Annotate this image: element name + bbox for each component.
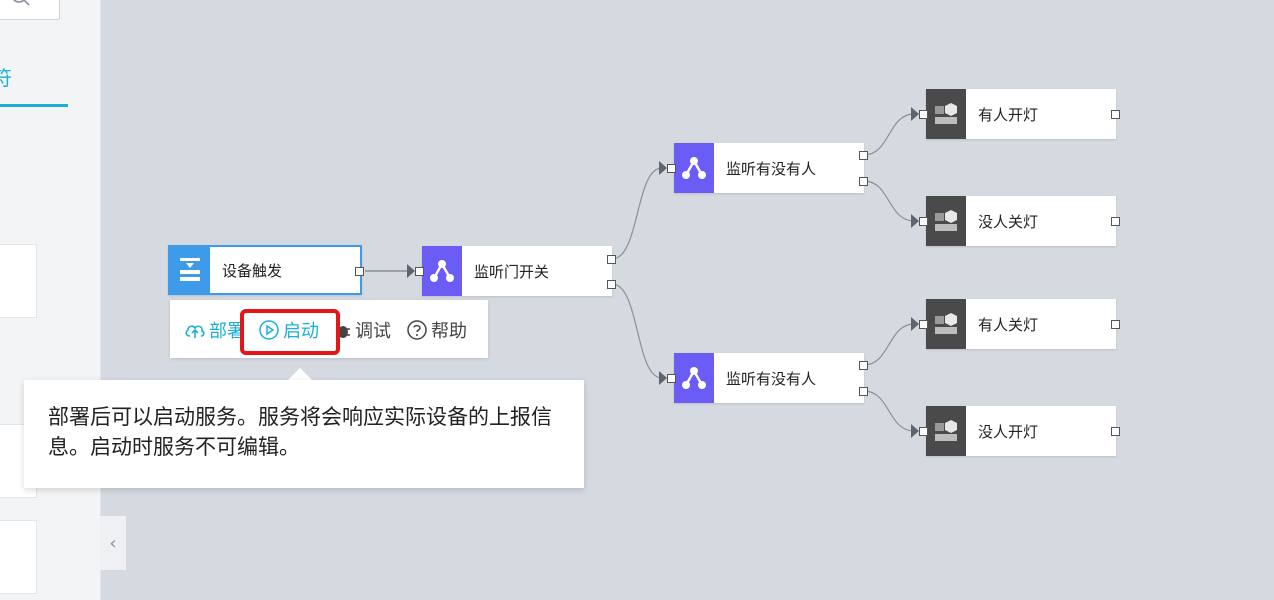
edge-presence-bottom-to-action-4 (863, 390, 915, 432)
start-button[interactable]: 启动 (258, 317, 319, 343)
listener-icon (674, 143, 714, 193)
edge-door-to-presence-bottom (611, 283, 663, 379)
chevron-left-icon: ‹ (109, 532, 117, 554)
debug-button[interactable]: 调试 (334, 317, 391, 343)
output-port[interactable] (607, 255, 616, 264)
output-port[interactable] (607, 280, 616, 289)
edge-presence-top-to-action-1 (863, 113, 915, 156)
tooltip-text: 部署后可以启动服务。服务将会响应实际设备的上报信息。启动时服务不可编辑。 (48, 405, 552, 459)
node-label: 监听有没有人 (726, 369, 817, 388)
collapse-sidebar-button[interactable]: ‹ (100, 515, 127, 571)
debug-label: 调试 (355, 321, 391, 342)
node-label: 设备触发 (222, 261, 283, 280)
output-port[interactable] (859, 361, 868, 370)
edge-door-to-presence-top (611, 167, 663, 260)
input-port[interactable] (415, 267, 424, 276)
input-arrow (407, 264, 415, 278)
device-trigger-icon (170, 247, 210, 293)
play-circle-icon (259, 320, 279, 340)
input-arrow (911, 214, 919, 228)
sidebar-tab-active[interactable]: 符 (0, 66, 12, 90)
sidebar-tab-indicator (0, 104, 68, 107)
output-port[interactable] (859, 151, 868, 160)
node-presence-listener-bottom[interactable]: 监听有没有人 (674, 353, 864, 403)
node-action-1[interactable]: 有人开灯 (926, 89, 1116, 139)
input-port[interactable] (919, 427, 928, 436)
device-action-icon (926, 89, 966, 139)
node-door-listener[interactable]: 监听门开关 (422, 246, 612, 296)
node-action-3[interactable]: 有人关灯 (926, 299, 1116, 349)
output-port[interactable] (1111, 320, 1120, 329)
output-port[interactable] (1111, 427, 1120, 436)
node-action-4[interactable]: 没人开灯 (926, 406, 1116, 456)
node-label: 监听有没有人 (726, 159, 817, 178)
node-palette-card[interactable] (0, 244, 37, 318)
deploy-label: 部署 (209, 321, 245, 342)
input-port[interactable] (667, 164, 676, 173)
help-label: 帮助 (431, 321, 467, 342)
node-palette-card[interactable] (0, 520, 37, 594)
output-port[interactable] (859, 177, 868, 186)
listener-icon (674, 353, 714, 403)
start-tooltip: 部署后可以启动服务。服务将会响应实际设备的上报信息。启动时服务不可编辑。 (24, 380, 584, 488)
edge-presence-bottom-to-action-3 (863, 323, 915, 366)
node-label: 有人关灯 (978, 315, 1039, 334)
input-arrow (911, 107, 919, 121)
start-label: 启动 (283, 321, 319, 342)
start-button-highlight (240, 309, 340, 355)
device-action-icon (926, 406, 966, 456)
help-circle-icon (407, 320, 427, 340)
output-port[interactable] (1111, 110, 1120, 119)
node-label: 没人关灯 (978, 212, 1039, 231)
node-action-2[interactable]: 没人关灯 (926, 196, 1116, 246)
device-action-icon (926, 196, 966, 246)
output-port[interactable] (1111, 217, 1120, 226)
cloud-upload-icon (185, 325, 205, 338)
input-port[interactable] (919, 217, 928, 226)
node-label: 没人开灯 (978, 422, 1039, 441)
input-port[interactable] (919, 110, 928, 119)
search-icon (13, 0, 30, 6)
output-port[interactable] (859, 387, 868, 396)
input-arrow (911, 317, 919, 331)
node-label: 监听门开关 (474, 262, 550, 281)
input-arrow (659, 371, 667, 385)
search-input[interactable] (0, 0, 60, 20)
deploy-button[interactable]: 部署 (184, 317, 245, 343)
edge-presence-top-to-action-2 (863, 180, 915, 222)
node-presence-listener-top[interactable]: 监听有没有人 (674, 143, 864, 193)
listener-icon (422, 246, 462, 296)
output-port[interactable] (355, 267, 364, 276)
help-button[interactable]: 帮助 (406, 317, 467, 343)
input-arrow (659, 161, 667, 175)
input-port[interactable] (667, 374, 676, 383)
node-device-trigger[interactable]: 设备触发 (168, 245, 362, 295)
device-action-icon (926, 299, 966, 349)
input-port[interactable] (919, 320, 928, 329)
node-label: 有人开灯 (978, 105, 1039, 124)
tooltip-caret (288, 368, 312, 380)
left-panel: 符 (0, 0, 101, 600)
input-arrow (911, 424, 919, 438)
